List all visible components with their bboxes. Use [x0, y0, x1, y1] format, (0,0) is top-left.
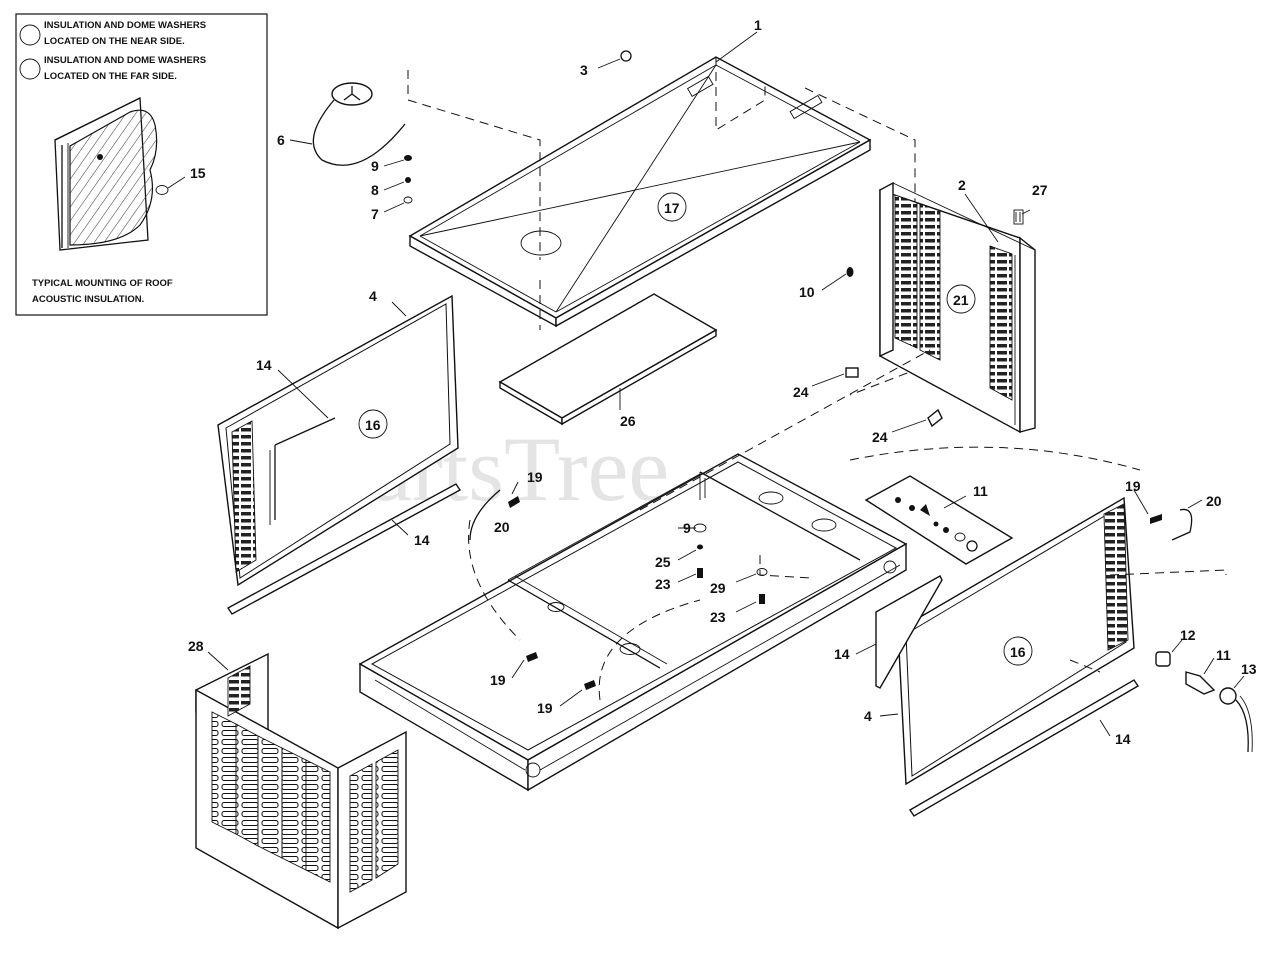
callout-26: 26	[620, 413, 636, 429]
callout-28: 28	[188, 638, 204, 654]
hardware	[312, 50, 1193, 690]
leader-lines	[207, 31, 1245, 737]
callout-6: 6	[277, 132, 285, 148]
trim-right-front	[875, 575, 943, 689]
roof-panel	[408, 56, 872, 328]
callout-9b: 9	[683, 520, 691, 536]
callout-11b: 11	[1216, 647, 1231, 663]
callout-19d: 19	[1125, 478, 1141, 494]
callout-12: 12	[1180, 627, 1196, 643]
callout-17: 17	[664, 200, 680, 216]
callout-19a: 19	[527, 469, 543, 485]
base-frame	[358, 453, 908, 792]
callout-20b: 20	[1206, 493, 1222, 509]
control-plate	[864, 475, 1014, 565]
callout-14c: 14	[834, 646, 850, 662]
caption-line2: ACOUSTIC INSULATION.	[32, 294, 144, 305]
callout-27: 27	[1032, 182, 1048, 198]
callout-19c: 19	[537, 700, 553, 716]
callout-23a: 23	[655, 576, 671, 592]
callout-23b: 23	[710, 609, 726, 625]
callout-2: 2	[958, 177, 966, 193]
legend-far-line1: INSULATION AND DOME WASHERS	[44, 55, 206, 66]
cord-connector	[1155, 651, 1253, 753]
callout-8: 8	[371, 182, 379, 198]
callout-24b: 24	[872, 429, 888, 445]
callout-3: 3	[580, 62, 588, 78]
end-panel-right	[879, 181, 1036, 434]
legend-near-line1: INSULATION AND DOME WASHERS	[44, 20, 206, 31]
callout-17-circle	[657, 192, 687, 222]
callout-19b: 19	[490, 672, 506, 688]
callout-15: 15	[190, 165, 206, 181]
callout-7: 7	[371, 206, 379, 222]
near-side-symbol	[19, 24, 41, 46]
far-side-symbol	[19, 58, 41, 80]
side-panel-left	[217, 294, 459, 587]
end-panel-rear	[195, 652, 407, 930]
inset-box: INSULATION AND DOME WASHERS LOCATED ON T…	[15, 13, 268, 316]
callout-9a: 9	[371, 158, 379, 174]
callout-1: 1	[754, 17, 762, 33]
callout-4b: 4	[864, 708, 872, 724]
callout-29: 29	[710, 580, 726, 596]
roof-insulation	[498, 293, 718, 426]
callout-14a: 14	[256, 357, 272, 373]
callout-21-circle	[946, 284, 976, 314]
callout-16b: 16	[1010, 644, 1026, 660]
callout-24a: 24	[793, 384, 809, 400]
side-panel-right	[897, 496, 1135, 786]
caption-line1: TYPICAL MOUNTING OF ROOF	[32, 278, 173, 289]
trim-right-bottom	[909, 679, 1139, 817]
callout-14d: 14	[1115, 731, 1131, 747]
callout-16a: 16	[365, 417, 381, 433]
trim-left-bottom	[226, 483, 462, 615]
callout-4a: 4	[369, 288, 377, 304]
callout-13: 13	[1241, 661, 1257, 677]
part-27-clip	[1013, 209, 1024, 225]
callout-20a: 20	[494, 519, 510, 535]
callout-11a: 11	[973, 483, 988, 499]
callout-21: 21	[953, 292, 969, 308]
callout-16a-circle	[358, 409, 388, 439]
callouts: 1 2 3 4 4 6 7 8 9 9 10 11 11 12 13 14 14…	[188, 17, 1257, 747]
callout-10: 10	[799, 284, 815, 300]
callout-16b-circle	[1003, 636, 1033, 666]
legend-near-line2: LOCATED ON THE NEAR SIDE.	[44, 36, 185, 47]
legend-far-line2: LOCATED ON THE FAR SIDE.	[44, 71, 177, 82]
callout-14b: 14	[414, 532, 430, 548]
callout-25: 25	[655, 554, 671, 570]
